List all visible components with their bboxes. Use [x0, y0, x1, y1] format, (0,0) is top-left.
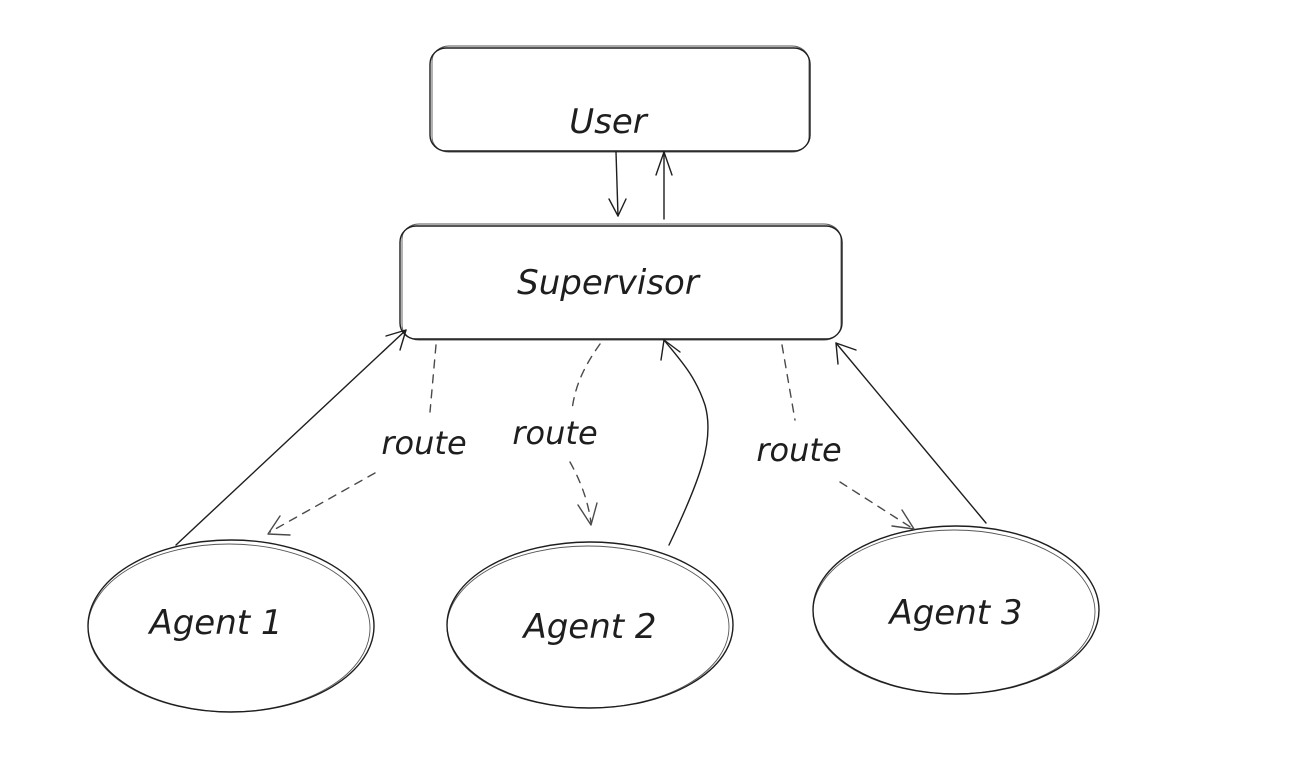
- agent-1-label: Agent 1: [147, 603, 282, 643]
- user-label: User: [569, 102, 649, 142]
- route-label-2: route: [512, 414, 597, 452]
- agent-1-to-supervisor-edge: [175, 329, 407, 546]
- user-to-supervisor-edge: [608, 151, 627, 217]
- agent-2-to-supervisor-edge: [660, 339, 709, 546]
- supervisor-to-user-edge: [655, 151, 673, 220]
- agent-2-node[interactable]: Agent 2: [446, 541, 734, 709]
- route-label-3: route: [756, 431, 841, 469]
- agent-3-node[interactable]: Agent 3: [812, 525, 1100, 695]
- agent-3-to-supervisor-edge: [835, 342, 987, 524]
- supervisor-label: Supervisor: [517, 263, 701, 303]
- user-node[interactable]: User: [429, 45, 811, 153]
- route-to-agent-3-edge: route: [756, 344, 915, 530]
- agent-2-label: Agent 2: [521, 607, 656, 647]
- route-to-agent-1-edge: route: [267, 344, 467, 536]
- supervisor-node[interactable]: Supervisor: [399, 223, 843, 341]
- route-label-1: route: [381, 424, 466, 462]
- agent-1-node[interactable]: Agent 1: [87, 539, 375, 713]
- agent-3-label: Agent 3: [887, 593, 1022, 633]
- route-to-agent-2-edge: route: [512, 343, 601, 526]
